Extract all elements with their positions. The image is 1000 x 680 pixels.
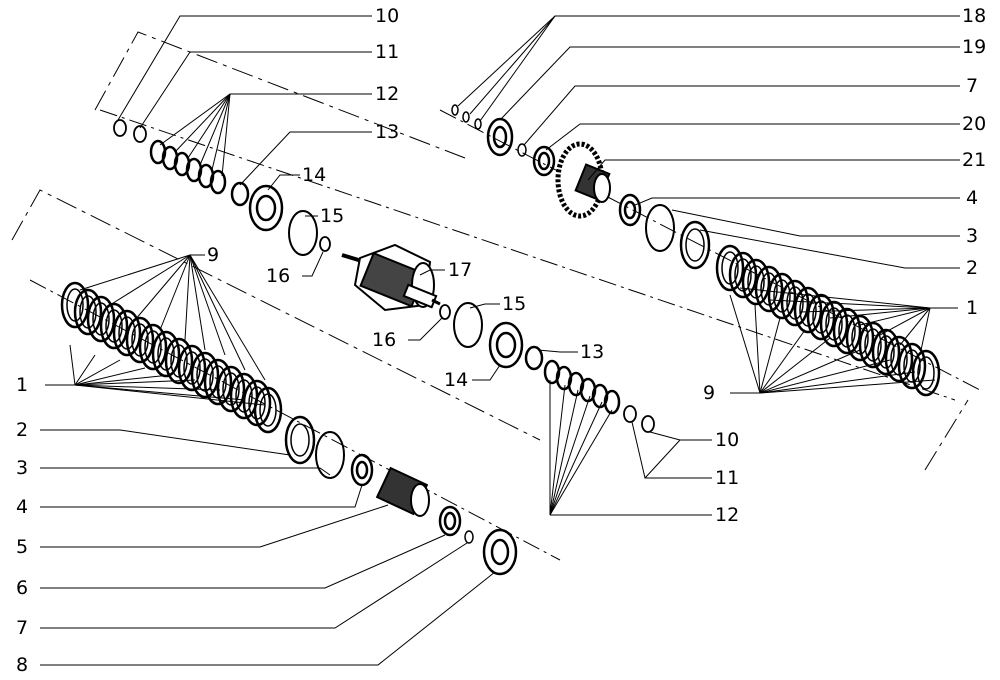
callout-8-left: 8 (16, 654, 28, 676)
callout-1-right: 1 (966, 297, 978, 319)
ball-bearing-left (482, 528, 518, 576)
callout-16-upper: 16 (266, 265, 290, 287)
gear-top-right (555, 141, 611, 219)
snap-ring-left (315, 431, 345, 479)
callout-10-upper: 10 (375, 5, 399, 27)
callout-7-left: 7 (16, 617, 28, 639)
clutch-disc-stack-right (715, 244, 941, 397)
bearing-race-left (438, 505, 462, 537)
boundary-right (924, 399, 969, 471)
tiny-rings-top-right (451, 104, 482, 130)
splined-hub-left (375, 466, 430, 517)
boundary-upper-left (94, 31, 466, 159)
bearing-race-top-right (532, 145, 556, 177)
clutch-drum-shaft (341, 243, 441, 312)
callout-18: 18 (962, 5, 986, 27)
callout-9-left: 9 (207, 244, 219, 266)
small-oring-upper-left (319, 236, 331, 252)
bearing-top-right (618, 193, 642, 227)
seal-ring-center (453, 302, 483, 348)
thrust-washer-center (524, 345, 544, 371)
bearing-center (488, 321, 524, 369)
seal-ring-upper-left (288, 210, 318, 256)
callout-1-left: 1 (16, 374, 28, 396)
callout-16-center: 16 (372, 329, 396, 351)
callout-20: 20 (962, 113, 986, 135)
callout-6-left: 6 (16, 577, 28, 599)
callout-2-right: 2 (966, 257, 978, 279)
callout-11-lower: 11 (715, 467, 739, 489)
pressure-plate-right (679, 220, 711, 270)
axis-line-upper (99, 109, 956, 401)
callout-4-right: 4 (966, 187, 978, 209)
callout-21: 21 (962, 149, 986, 171)
ball-bearing-top-right (486, 117, 514, 157)
callout-12-lower: 12 (715, 504, 739, 526)
callout-9-right: 9 (703, 382, 715, 404)
callout-7-right: 7 (966, 75, 978, 97)
axis-line-lower (29, 279, 561, 561)
small-rings-upper-left (113, 119, 147, 143)
callout-4-left: 4 (16, 496, 28, 518)
callout-3-left: 3 (16, 457, 28, 479)
bearing-upper-left (248, 184, 284, 232)
callout-13-upper: 13 (375, 121, 399, 143)
callout-19: 19 (962, 36, 986, 58)
bearing-left (350, 453, 374, 487)
callout-14-center: 14 (444, 369, 468, 391)
callout-15-upper: 15 (320, 205, 344, 227)
group-boundaries (11, 31, 969, 471)
callout-3-right: 3 (966, 225, 978, 247)
clutch-rings-upper-left (149, 139, 227, 195)
callout-15-center: 15 (502, 293, 526, 315)
small-oring-center (439, 304, 451, 320)
small-ring-left (464, 530, 474, 544)
leader-lines (40, 15, 960, 666)
clutch-rings-center (543, 359, 621, 415)
callout-13-center: 13 (580, 341, 604, 363)
small-ring-top-right (517, 143, 527, 157)
boundary-lower-left (11, 189, 541, 441)
callout-10-lower: 10 (715, 429, 739, 451)
callout-12-upper: 12 (375, 83, 399, 105)
callout-14-upper: 14 (302, 164, 326, 186)
callout-5-left: 5 (16, 536, 28, 558)
small-rings-center (623, 405, 655, 433)
clutch-disc-stack-left (60, 281, 283, 434)
callout-11-upper: 11 (375, 41, 399, 63)
callout-2-left: 2 (16, 419, 28, 441)
pressure-plate-left (284, 415, 316, 465)
callout-17: 17 (448, 259, 472, 281)
snap-ring-top-right (645, 204, 675, 252)
thrust-washer-upper-left (230, 181, 250, 207)
